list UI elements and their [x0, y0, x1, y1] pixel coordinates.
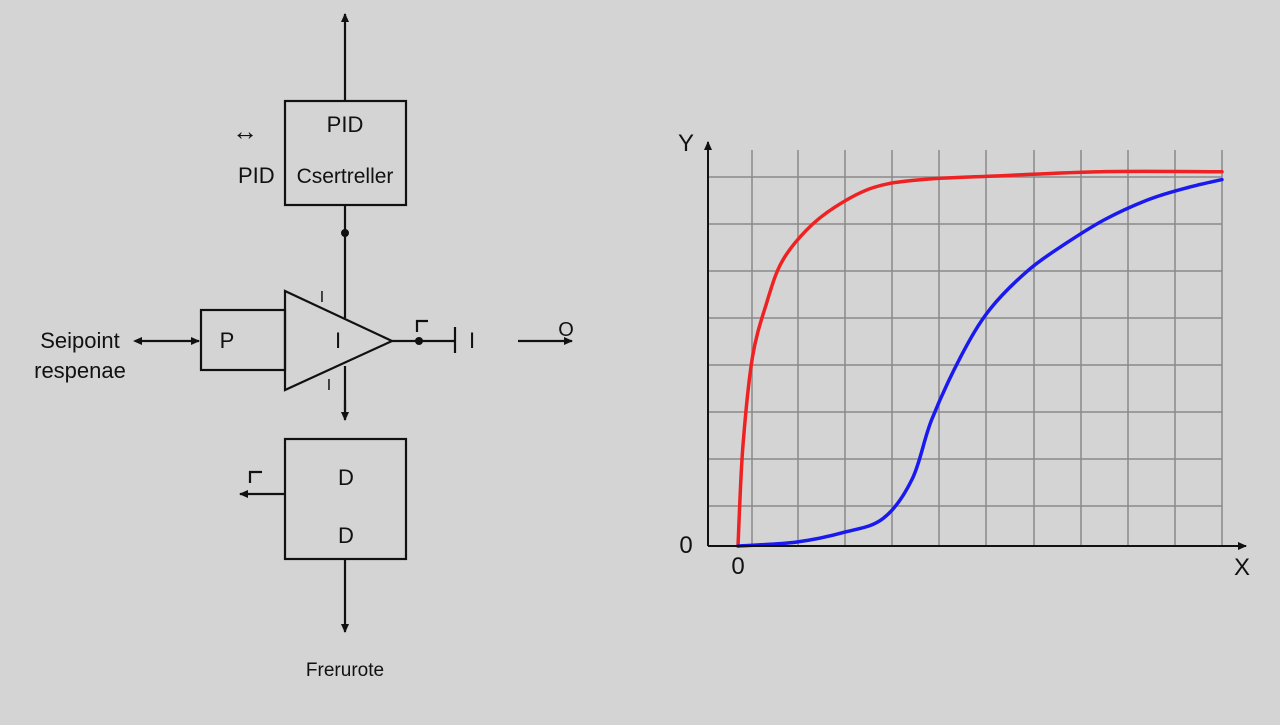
chart-series [736, 169, 1224, 548]
p-block-label: P [220, 328, 235, 353]
blue-response-curve [736, 177, 1224, 548]
d-feedback-corner-mark [248, 470, 262, 483]
d-box-line2: D [338, 523, 354, 548]
response-chart: Y X 0 0 [678, 130, 1250, 581]
output-label: O [558, 319, 574, 341]
left-of-box-label: PID [238, 163, 275, 188]
i-integrator-triangle [283, 289, 395, 392]
x-origin-label: 0 [731, 553, 744, 580]
top-box-title: PID [327, 112, 364, 137]
p-block [199, 308, 287, 372]
output-corner-mark [415, 319, 428, 332]
d-box-line1: D [338, 465, 354, 490]
block-diagram [133, 13, 573, 633]
y-axis-label: Y [678, 130, 694, 157]
below-triangle-mark: I [327, 377, 331, 394]
red-response-curve [736, 169, 1224, 548]
top-box-subtitle: Csertreller [297, 165, 394, 188]
output-tick-label: I [469, 328, 475, 353]
bottom-label: Frerurote [306, 660, 384, 681]
setpoint-label-line2: respenae [34, 358, 126, 383]
i-block-label: I [335, 328, 341, 353]
y-origin-label: 0 [679, 532, 692, 559]
setpoint-label-line1: Seipoint [40, 328, 120, 353]
above-triangle-mark: I [320, 289, 324, 306]
chart-axes [704, 141, 1247, 550]
block-diagram-labels: ↔ PID PID Csertreller P I I I Seipoint r… [34, 112, 574, 681]
double-arrow-symbol: ↔ [232, 116, 258, 146]
x-axis-label: X [1234, 554, 1250, 581]
